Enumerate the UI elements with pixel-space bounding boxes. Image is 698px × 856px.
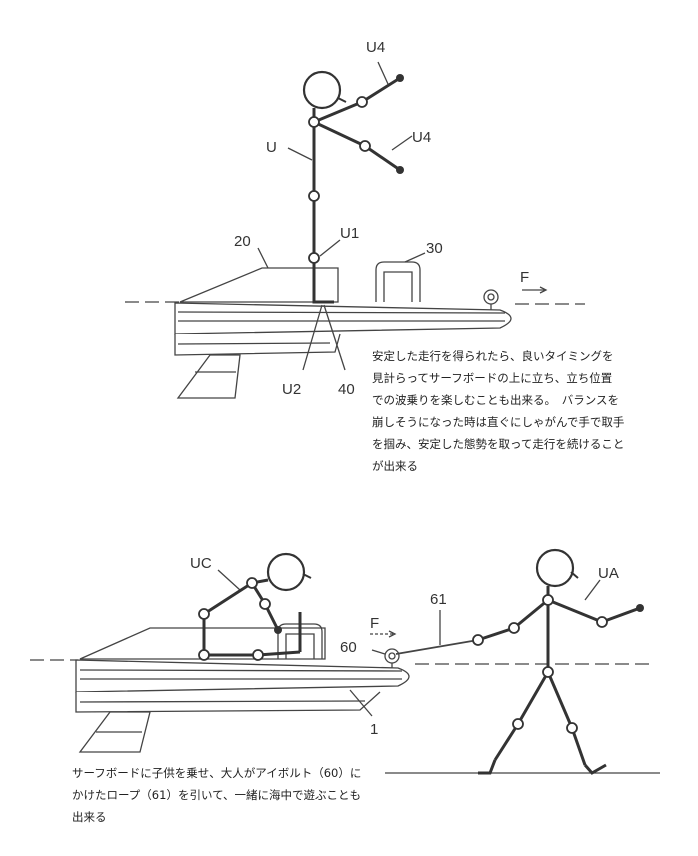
top-joints [308, 96, 371, 264]
label-u4-hand: U4 [412, 129, 431, 146]
top-surfboard [174, 267, 512, 399]
label-f-bottom: F [370, 615, 379, 632]
caption-child-play: サーフボードに子供を乗せ、大人がアイボルト（60）に かけたロープ（61）を引い… [72, 766, 362, 824]
bottom-eyebolt [384, 648, 400, 668]
adult-joints [472, 594, 608, 734]
label-1: 1 [370, 721, 378, 738]
leader-u4-right [391, 135, 413, 151]
leader-u1 [319, 239, 341, 257]
top-labels: U4 U4 U U1 20 30 F U2 40 [234, 39, 529, 398]
label-uc: UC [190, 555, 212, 572]
leader-ua [584, 579, 601, 601]
bottom-force-arrow [370, 630, 397, 638]
caption-standing: 安定した走行を得られたら、良いタイミングを 見計らってサーフボードの上に立ち、立… [372, 349, 625, 473]
adult-stick-figure [472, 548, 644, 775]
label-u4-head: U4 [366, 39, 385, 56]
top-force-arrow [522, 286, 548, 294]
top-eyebolt [483, 289, 499, 310]
leader-u2 [302, 304, 323, 371]
bottom-scene [30, 569, 660, 774]
adult-head [535, 548, 575, 588]
child-head [266, 552, 306, 592]
child-joints [198, 577, 271, 661]
label-ua: UA [598, 565, 619, 582]
child-stick-figure [198, 552, 312, 661]
leader-uc [217, 569, 241, 591]
top-scene [125, 61, 585, 399]
leader-u4-top [377, 61, 389, 85]
label-u2: U2 [282, 381, 301, 398]
leader-1 [349, 689, 373, 717]
leader-u [287, 147, 313, 161]
leader-40 [323, 304, 346, 371]
leader-20 [257, 247, 269, 269]
label-f-top: F [520, 269, 529, 286]
label-40: 40 [338, 381, 355, 398]
top-stick-figure [302, 70, 404, 304]
bottom-surfboard [75, 627, 410, 753]
leader-60 [371, 649, 386, 655]
bottom-labels: UC UA 61 60 F 1 [190, 555, 619, 738]
label-u1: U1 [340, 225, 359, 242]
top-head [302, 70, 342, 110]
label-30: 30 [426, 240, 443, 257]
top-handle [375, 261, 421, 302]
label-u: U [266, 139, 277, 156]
label-20: 20 [234, 233, 251, 250]
rope-61 [395, 639, 479, 655]
leader-30 [404, 252, 426, 263]
label-61: 61 [430, 591, 447, 608]
label-60: 60 [340, 639, 357, 656]
